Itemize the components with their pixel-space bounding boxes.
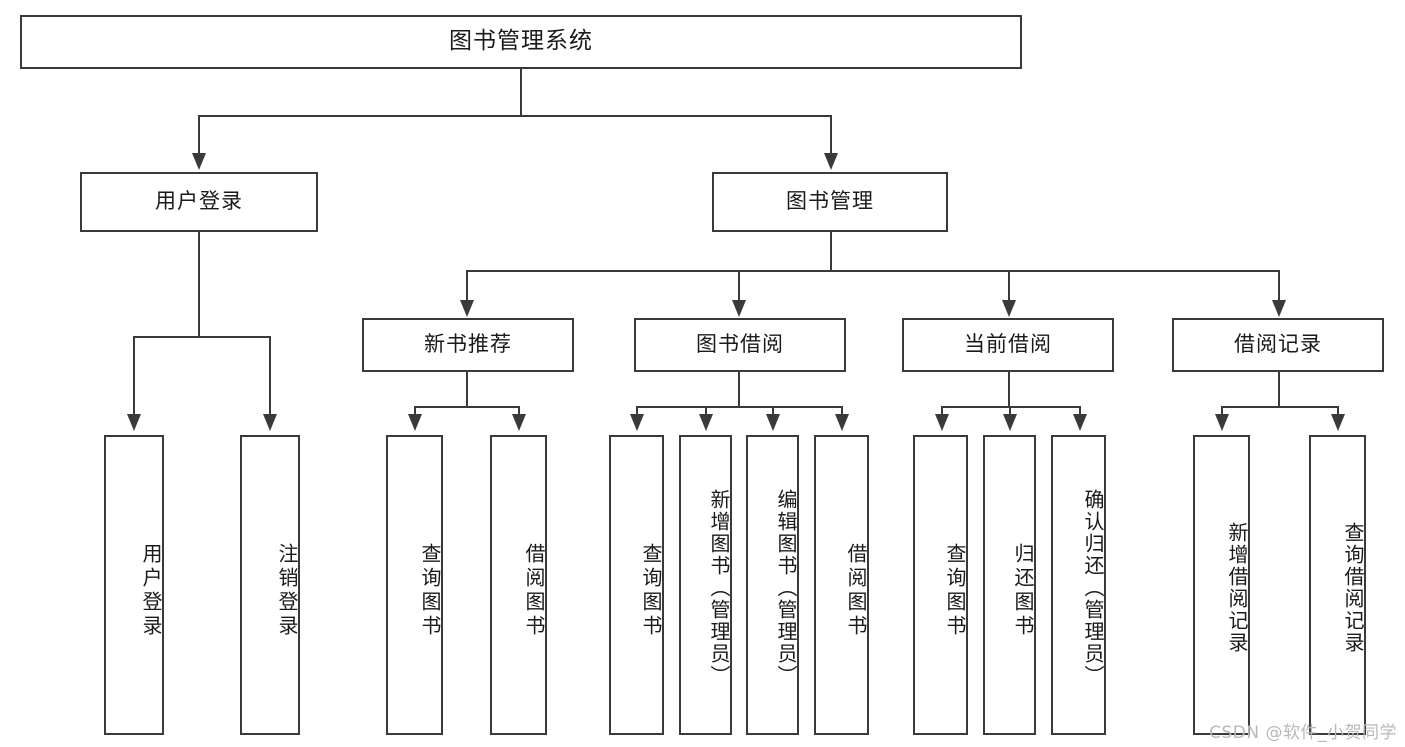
arrowhead-root-to-book-mgmt <box>824 153 838 170</box>
connector-book-mgmt-to-borrow <box>738 270 740 302</box>
connector-borrow-record-stem <box>1278 372 1280 408</box>
leaf-new-book-query[interactable]: 查询图书 <box>386 435 443 735</box>
node-book-management[interactable]: 图书管理 <box>712 172 948 232</box>
connector-user-login-stem <box>198 232 200 337</box>
arrowhead-book-borrow-leaf1 <box>630 414 644 431</box>
connector-new-book-bus <box>414 406 519 408</box>
arrowhead-user-login-leaf2 <box>263 414 277 431</box>
connector-book-mgmt-to-new-book <box>466 270 468 302</box>
connector-new-book-stem <box>466 372 468 408</box>
connector-current-borrow-stem <box>1008 372 1010 408</box>
leaf-new-book-borrow[interactable]: 借阅图书 <box>490 435 547 735</box>
leaf-current-borrow-confirm[interactable]: 确认归还（管理员） <box>1051 435 1106 735</box>
arrowhead-current-borrow-leaf3 <box>1073 414 1087 431</box>
connector-root-to-book-mgmt <box>830 115 832 155</box>
connector-current-borrow-leaf2 <box>1009 406 1011 416</box>
connector-current-borrow-leaf1 <box>941 406 943 416</box>
leaf-borrow-record-add[interactable]: 新增借阅记录 <box>1193 435 1250 735</box>
arrowhead-book-mgmt-to-current <box>1002 300 1016 317</box>
connector-borrow-record-bus <box>1221 406 1338 408</box>
connector-user-login-leaf2 <box>269 336 271 416</box>
leaf-borrow-record-query[interactable]: 查询借阅记录 <box>1309 435 1366 735</box>
connector-current-borrow-leaf3 <box>1079 406 1081 416</box>
connector-current-borrow-bus <box>941 406 1081 408</box>
leaf-user-login-login[interactable]: 用户登录 <box>104 435 164 735</box>
arrowhead-book-mgmt-to-record <box>1272 300 1286 317</box>
leaf-book-borrow-query[interactable]: 查询图书 <box>609 435 664 735</box>
connector-borrow-record-leaf2 <box>1337 406 1339 416</box>
arrowhead-borrow-record-leaf1 <box>1215 414 1229 431</box>
node-borrow-record[interactable]: 借阅记录 <box>1172 318 1384 372</box>
connector-book-borrow-bus <box>636 406 843 408</box>
connector-new-book-leaf1 <box>414 406 416 416</box>
leaf-current-borrow-return[interactable]: 归还图书 <box>983 435 1036 735</box>
connector-book-borrow-leaf1 <box>636 406 638 416</box>
arrowhead-borrow-record-leaf2 <box>1331 414 1345 431</box>
node-book-borrow[interactable]: 图书借阅 <box>634 318 846 372</box>
connector-book-mgmt-stem <box>830 232 832 272</box>
arrowhead-book-mgmt-to-new-book <box>460 300 474 317</box>
connector-new-book-leaf2 <box>518 406 520 416</box>
arrowhead-new-book-leaf2 <box>512 414 526 431</box>
leaf-current-borrow-query[interactable]: 查询图书 <box>913 435 968 735</box>
connector-user-login-leaf1 <box>133 336 135 416</box>
connector-book-borrow-leaf2 <box>705 406 707 416</box>
connector-root-bus <box>198 115 832 117</box>
connector-book-mgmt-to-current <box>1008 270 1010 302</box>
arrowhead-root-to-user-login <box>192 153 206 170</box>
leaf-book-borrow-add[interactable]: 新增图书（管理员） <box>679 435 732 735</box>
connector-book-borrow-leaf4 <box>841 406 843 416</box>
arrowhead-book-borrow-leaf2 <box>699 414 713 431</box>
arrowhead-book-borrow-leaf3 <box>766 414 780 431</box>
leaf-book-borrow-edit[interactable]: 编辑图书（管理员） <box>746 435 799 735</box>
connector-user-login-bus <box>133 336 270 338</box>
connector-root-stem <box>520 69 522 116</box>
connector-root-to-user-login <box>198 115 200 155</box>
connector-book-mgmt-to-record <box>1278 270 1280 302</box>
arrowhead-user-login-leaf1 <box>127 414 141 431</box>
arrowhead-book-mgmt-to-borrow <box>732 300 746 317</box>
node-new-book-recommend[interactable]: 新书推荐 <box>362 318 574 372</box>
node-root-system[interactable]: 图书管理系统 <box>20 15 1022 69</box>
connector-book-borrow-leaf3 <box>772 406 774 416</box>
arrowhead-new-book-leaf1 <box>408 414 422 431</box>
arrowhead-current-borrow-leaf1 <box>935 414 949 431</box>
connector-book-mgmt-bus <box>466 270 1278 272</box>
connector-borrow-record-leaf1 <box>1221 406 1223 416</box>
connector-book-borrow-stem <box>738 372 740 408</box>
leaf-user-login-logout[interactable]: 注销登录 <box>240 435 300 735</box>
arrowhead-book-borrow-leaf4 <box>835 414 849 431</box>
node-current-borrow[interactable]: 当前借阅 <box>902 318 1114 372</box>
node-user-login[interactable]: 用户登录 <box>80 172 318 232</box>
arrowhead-current-borrow-leaf2 <box>1003 414 1017 431</box>
leaf-book-borrow-borrow[interactable]: 借阅图书 <box>814 435 869 735</box>
